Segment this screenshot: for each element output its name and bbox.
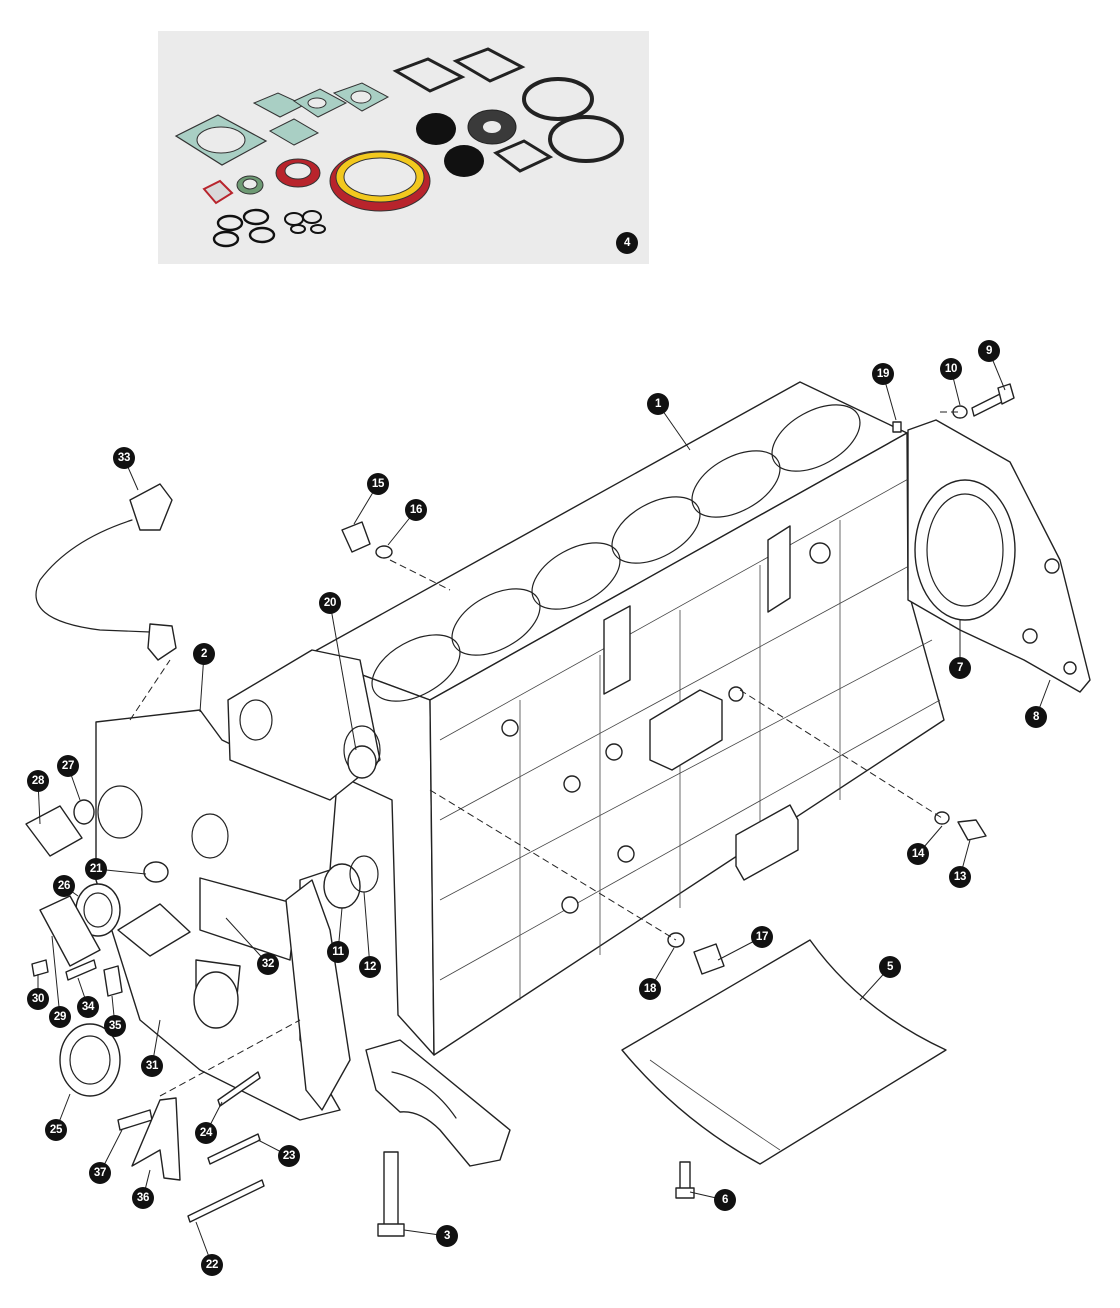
callout-18[interactable]: 18	[639, 978, 661, 1000]
callout-25[interactable]: 25	[45, 1119, 67, 1141]
callout-26[interactable]: 26	[53, 875, 75, 897]
callout-23[interactable]: 23	[278, 1145, 300, 1167]
assembly-lines	[129, 411, 960, 1097]
callout-7[interactable]: 7	[949, 657, 971, 679]
callout-30[interactable]: 30	[27, 988, 49, 1010]
callout-2[interactable]: 2	[193, 643, 215, 665]
front-cover-housing	[95, 649, 381, 1121]
engine-block	[305, 381, 945, 1056]
callout-15[interactable]: 15	[367, 473, 389, 495]
callout-13[interactable]: 13	[949, 866, 971, 888]
callout-32[interactable]: 32	[257, 953, 279, 975]
callout-31[interactable]: 31	[141, 1055, 163, 1077]
crank-sensor	[35, 483, 177, 661]
callout-8[interactable]: 8	[1025, 706, 1047, 728]
gasket-kit-panel	[158, 31, 649, 264]
callout-21[interactable]: 21	[85, 858, 107, 880]
callout-6[interactable]: 6	[714, 1189, 736, 1211]
callout-17[interactable]: 17	[751, 926, 773, 948]
callout-10[interactable]: 10	[940, 358, 962, 380]
callout-4[interactable]: 4	[616, 232, 638, 254]
callout-9[interactable]: 9	[978, 340, 1000, 362]
callout-1[interactable]: 1	[647, 393, 669, 415]
oil-baffle	[621, 939, 947, 1165]
callout-34[interactable]: 34	[77, 996, 99, 1018]
callout-28[interactable]: 28	[27, 770, 49, 792]
fasteners	[25, 383, 1015, 1237]
callout-20[interactable]: 20	[319, 592, 341, 614]
callout-22[interactable]: 22	[201, 1254, 223, 1276]
callout-29[interactable]: 29	[49, 1006, 71, 1028]
callout-3[interactable]: 3	[436, 1225, 458, 1247]
callout-27[interactable]: 27	[57, 755, 79, 777]
callout-33[interactable]: 33	[113, 447, 135, 469]
callout-16[interactable]: 16	[405, 499, 427, 521]
gasket-kit-illustration	[174, 47, 624, 248]
callout-14[interactable]: 14	[907, 843, 929, 865]
callout-12[interactable]: 12	[359, 956, 381, 978]
callout-37[interactable]: 37	[89, 1162, 111, 1184]
rear-seal-housing	[907, 419, 1091, 693]
callout-5[interactable]: 5	[879, 956, 901, 978]
callout-36[interactable]: 36	[132, 1187, 154, 1209]
callout-35[interactable]: 35	[104, 1015, 126, 1037]
callout-19[interactable]: 19	[872, 363, 894, 385]
main-bearing-cap	[365, 1039, 511, 1167]
callout-11[interactable]: 11	[327, 941, 349, 963]
callout-24[interactable]: 24	[195, 1122, 217, 1144]
